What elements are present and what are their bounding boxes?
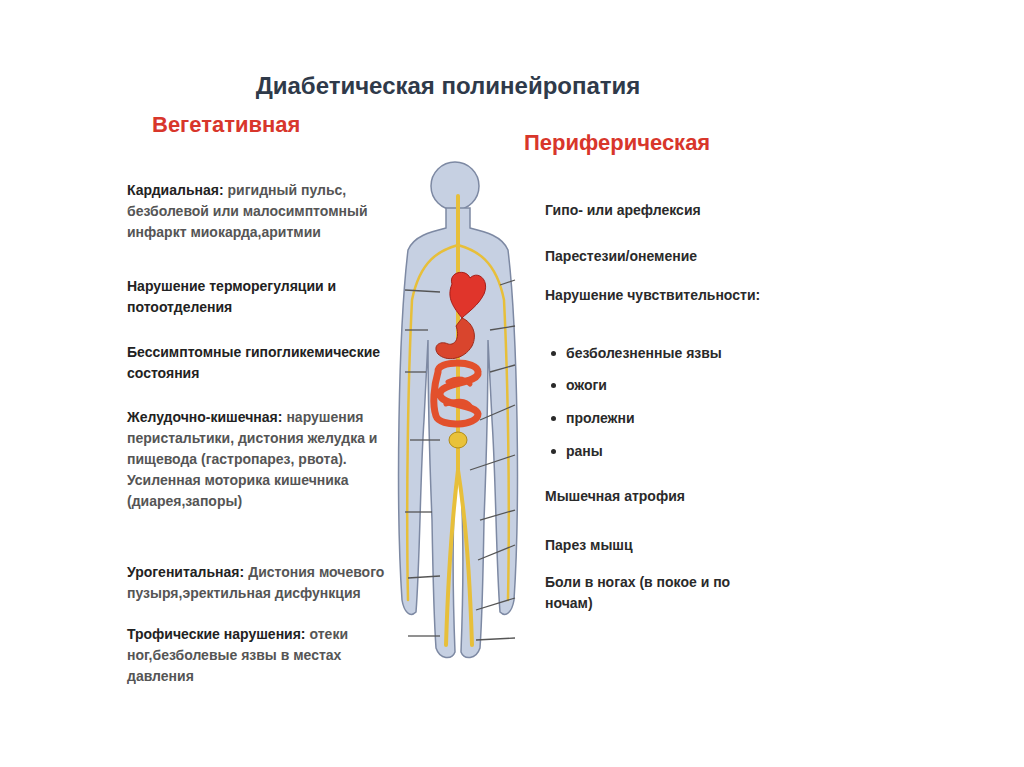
symptom-text: Нарушение чувствительности: bbox=[545, 287, 760, 303]
symptom-text: пролежни bbox=[566, 410, 635, 426]
intestine-organ bbox=[434, 363, 478, 424]
heading-text: Периферическая bbox=[524, 130, 710, 155]
bullet-dot bbox=[551, 351, 556, 356]
symptom-text: Бессимптомные гипогликемические состояни… bbox=[127, 344, 380, 381]
bullet-dot bbox=[551, 416, 556, 421]
symptom-text: Боли в ногах (в покое и по ночам) bbox=[545, 574, 730, 611]
head-shape bbox=[431, 162, 479, 210]
symptom-text: Трофические нарушения: bbox=[127, 626, 306, 642]
symptom-item: Гипо- или арефлексия bbox=[545, 200, 775, 221]
symptom-text: раны bbox=[566, 443, 603, 459]
stomach-organ bbox=[436, 318, 474, 359]
symptom-item: Трофические нарушения:отеки ног,безболев… bbox=[127, 624, 409, 687]
symptom-item: Мышечная атрофия bbox=[545, 486, 775, 507]
symptom-item: безболезненные язвы bbox=[566, 343, 776, 364]
symptom-text: ожоги bbox=[566, 377, 607, 393]
symptom-text: Урогенитальная: bbox=[127, 564, 244, 580]
title-text: Диабетическая полинейропатия bbox=[256, 72, 641, 99]
symptom-item: Парез мышц bbox=[545, 535, 775, 556]
symptom-item: ожоги bbox=[566, 375, 776, 396]
symptom-text: Мышечная атрофия bbox=[545, 488, 685, 504]
symptom-item: Бессимптомные гипогликемические состояни… bbox=[127, 342, 409, 384]
slide-title: Диабетическая полинейропатия bbox=[228, 72, 668, 100]
symptom-text: Гипо- или арефлексия bbox=[545, 202, 701, 218]
symptom-text: Парестезии/онемение bbox=[545, 248, 697, 264]
symptom-text: Нарушение терморегуляции и потоотделения bbox=[127, 278, 336, 315]
bullet-dot bbox=[551, 449, 556, 454]
bladder-organ bbox=[449, 432, 467, 448]
symptom-item: Урогенитальная:Дистония мочевого пузыря,… bbox=[127, 562, 409, 604]
symptom-item: Боли в ногах (в покое и по ночам) bbox=[545, 572, 750, 614]
symptom-text: Желудочно-кишечная: bbox=[127, 409, 282, 425]
symptom-text: Парез мышц bbox=[545, 537, 633, 553]
symptom-item: раны bbox=[566, 441, 776, 462]
symptom-text: безболезненные язвы bbox=[566, 345, 722, 361]
symptom-item: Парестезии/онемение bbox=[545, 246, 775, 267]
section-heading: Периферическая bbox=[524, 130, 784, 156]
nerve-lines bbox=[407, 196, 509, 645]
symptom-item: Кардиальная:ригидный пульс, безболевой и… bbox=[127, 180, 409, 243]
symptom-item: Нарушение терморегуляции и потоотделения bbox=[127, 276, 409, 318]
bullet-dot bbox=[551, 383, 556, 388]
body-shape bbox=[398, 208, 517, 658]
symptom-text: Кардиальная: bbox=[127, 182, 224, 198]
symptom-item: Нарушение чувствительности: bbox=[545, 285, 775, 306]
section-heading: Вегетативная bbox=[152, 112, 392, 138]
heading-text: Вегетативная bbox=[152, 112, 300, 137]
heart-organ bbox=[450, 272, 486, 318]
symptom-item: пролежни bbox=[566, 408, 776, 429]
leader-lines bbox=[405, 280, 515, 640]
symptom-item: Желудочно-кишечная:нарушения перистальти… bbox=[127, 407, 409, 512]
